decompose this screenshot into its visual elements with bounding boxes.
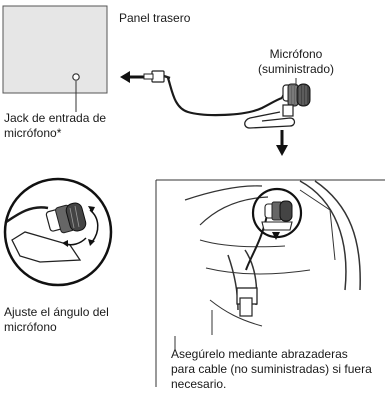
secure-note-line3: necesario.: [171, 377, 227, 391]
adjust-angle-line2: micrófono: [4, 320, 57, 334]
rear-panel: [2, 5, 108, 94]
plug-in-arrow: [120, 71, 144, 83]
mic-jack-label-line2: micrófono*: [4, 126, 62, 140]
microphone-label-line2: (suministrado): [258, 62, 335, 76]
mic-jack-label-line1: Jack de entrada de: [4, 111, 107, 125]
car-mounting-detail: [155, 179, 385, 387]
mic-angle-detail: [3, 177, 113, 287]
adjust-angle-line1: Ajuste el ángulo del: [4, 305, 109, 319]
microphone-label-line1: Micrófono: [269, 47, 323, 61]
rear-panel-label: Panel trasero: [119, 11, 191, 25]
mic-jack-label: Jack de entrada de micrófono*: [4, 111, 106, 141]
down-arrow: [276, 130, 288, 156]
secure-note-line1: Asegúrelo mediante abrazaderas: [171, 347, 348, 361]
microphone-label: Micrófono (suministrado): [258, 47, 334, 77]
mic-input-jack: [72, 73, 80, 81]
microphone-icon: [244, 83, 311, 129]
adjust-angle-label: Ajuste el ángulo del micrófono: [4, 305, 109, 335]
mic-cable: [166, 77, 283, 117]
secure-note-line2: para cable (no suministradas) si fuera: [171, 362, 372, 376]
mic-plug: [143, 70, 171, 83]
secure-note: Asegúrelo mediante abrazaderas para cabl…: [171, 347, 372, 392]
